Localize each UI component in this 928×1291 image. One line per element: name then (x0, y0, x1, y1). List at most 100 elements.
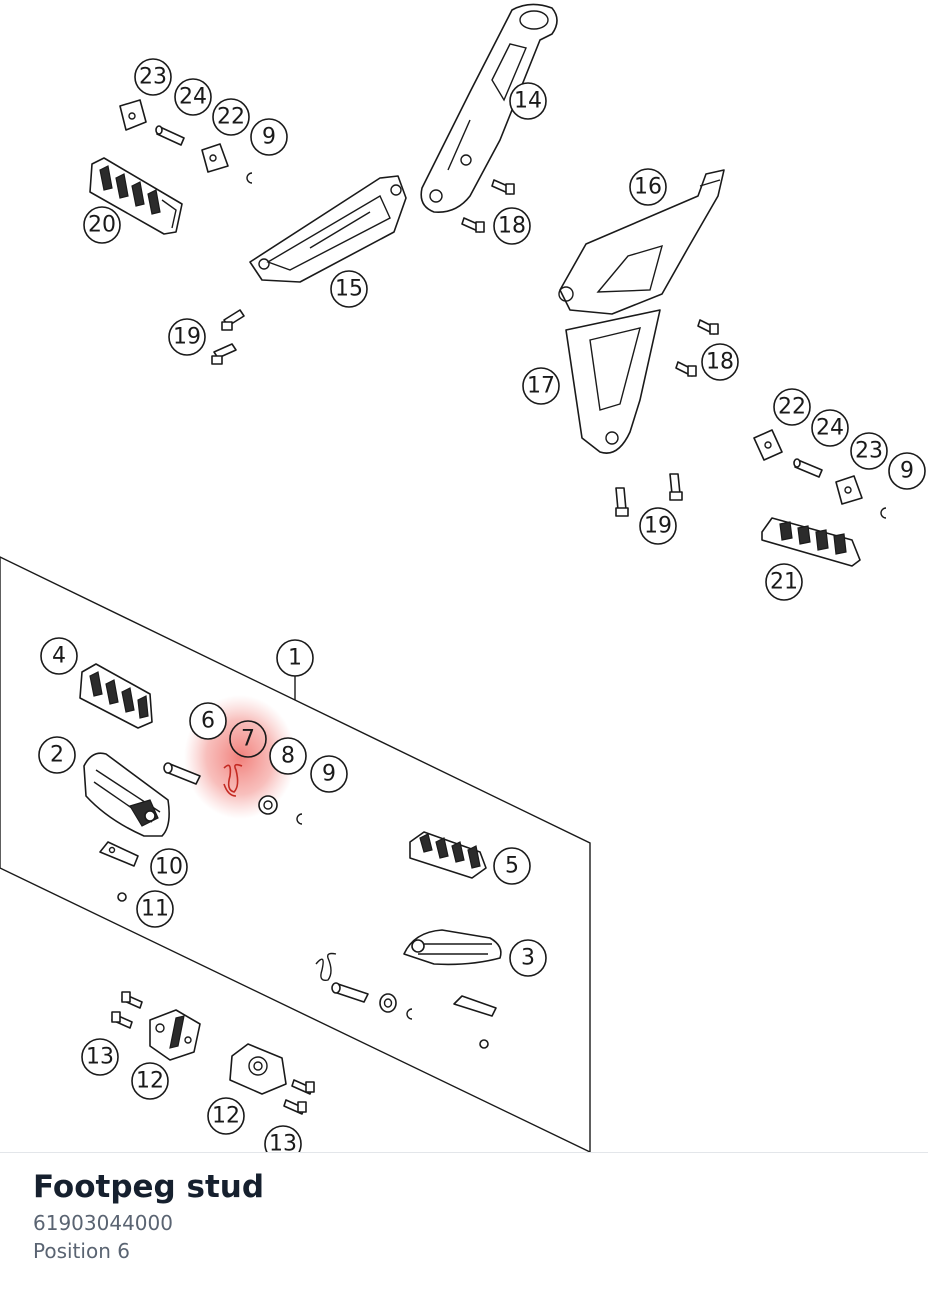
svg-text:5: 5 (505, 854, 519, 879)
callout-22[interactable]: 22 (212, 98, 250, 136)
svg-text:1: 1 (288, 646, 302, 671)
part-18-bolt-upper[interactable] (461, 179, 515, 233)
svg-text:22: 22 (217, 105, 245, 130)
part-9-clip-right-kit[interactable] (406, 1008, 413, 1020)
svg-text:23: 23 (139, 65, 167, 90)
callout-22b[interactable]: 22 (773, 388, 811, 426)
svg-text:8: 8 (281, 744, 295, 769)
callout-18b[interactable]: 18 (701, 343, 739, 381)
part-24-pin-right[interactable] (793, 458, 823, 478)
part-8-washer[interactable] (258, 795, 278, 815)
part-20-footpeg-left[interactable] (89, 157, 183, 235)
callout-18[interactable]: 18 (493, 207, 531, 245)
callout-14[interactable]: 14 (509, 82, 547, 120)
part-11-nut-right[interactable] (479, 1039, 489, 1049)
part-23-plate-right[interactable] (835, 475, 863, 505)
part-19-bolt-right[interactable] (615, 473, 683, 517)
callout-8[interactable]: 8 (269, 737, 307, 775)
part-24-pin-left[interactable] (155, 125, 185, 146)
exploded-parts-diagram[interactable]: 23 24 22 9 20 14 18 15 19 16 18 17 22 24… (0, 0, 928, 1152)
part-6-stud[interactable] (163, 762, 201, 785)
part-17-guard[interactable] (565, 309, 661, 454)
callout-2[interactable]: 2 (38, 736, 76, 774)
callout-12b[interactable]: 12 (207, 1097, 245, 1135)
part-2-footpeg-left[interactable] (83, 752, 170, 837)
part-21-footpeg-right[interactable] (761, 517, 861, 567)
svg-text:6: 6 (201, 709, 215, 734)
callout-9[interactable]: 9 (250, 118, 288, 156)
svg-text:18: 18 (498, 214, 526, 239)
part-12-mount-right[interactable] (229, 1043, 287, 1095)
part-4-footpeg-rubber[interactable] (79, 663, 153, 729)
callout-16[interactable]: 16 (629, 168, 667, 206)
svg-text:19: 19 (644, 514, 672, 539)
callout-13[interactable]: 13 (81, 1038, 119, 1076)
part-8-washer-right[interactable] (379, 993, 397, 1013)
callout-1[interactable]: 1 (276, 639, 314, 677)
callout-10[interactable]: 10 (150, 848, 188, 886)
part-10-bracket-right[interactable] (453, 995, 497, 1017)
callout-15[interactable]: 15 (330, 270, 368, 308)
svg-text:20: 20 (88, 213, 116, 238)
callout-24[interactable]: 24 (174, 78, 212, 116)
callout-19b[interactable]: 19 (639, 507, 677, 545)
svg-text:16: 16 (634, 175, 662, 200)
svg-text:12: 12 (136, 1069, 164, 1094)
svg-text:10: 10 (155, 855, 183, 880)
svg-text:19: 19 (173, 325, 201, 350)
callout-19[interactable]: 19 (168, 318, 206, 356)
part-12-mount-left[interactable] (149, 1009, 201, 1061)
part-15-bracket-left[interactable] (249, 175, 407, 283)
part-13-bolt-right[interactable] (283, 1079, 315, 1115)
svg-text:14: 14 (514, 89, 542, 114)
part-9-clip-right[interactable] (880, 507, 887, 519)
part-13-bolt-left[interactable] (111, 991, 143, 1029)
svg-text:22: 22 (778, 395, 806, 420)
callout-11[interactable]: 11 (136, 890, 174, 928)
svg-text:9: 9 (322, 762, 336, 787)
callout-17[interactable]: 17 (522, 367, 560, 405)
callout-24b[interactable]: 24 (811, 409, 849, 447)
part-9-clip-kit[interactable] (296, 813, 303, 825)
svg-text:3: 3 (521, 946, 535, 971)
part-19-bolt-left[interactable] (211, 309, 245, 365)
callout-6[interactable]: 6 (189, 702, 227, 740)
svg-text:9: 9 (900, 459, 914, 484)
part-18-bolt-right[interactable] (675, 319, 719, 377)
part-6-stud-right[interactable] (331, 982, 369, 1003)
callout-23b[interactable]: 23 (850, 432, 888, 470)
callout-5[interactable]: 5 (493, 847, 531, 885)
kit-1-outline (0, 556, 591, 1152)
part-23-plate-left[interactable] (119, 99, 147, 131)
callout-4[interactable]: 4 (40, 637, 78, 675)
callout-12[interactable]: 12 (131, 1062, 169, 1100)
part-9-clip-left[interactable] (246, 172, 253, 184)
part-info-panel: Footpeg stud 61903044000 Position 6 (0, 1152, 928, 1291)
diagram-canvas: 23 24 22 9 20 14 18 15 19 16 18 17 22 24… (0, 3, 926, 1152)
callout-13b[interactable]: 13 (264, 1125, 302, 1152)
callout-9b[interactable]: 9 (888, 452, 926, 490)
part-14-arm[interactable] (420, 3, 558, 213)
callout-3[interactable]: 3 (509, 939, 547, 977)
callout-9c[interactable]: 9 (310, 755, 348, 793)
part-3-footpeg-right[interactable] (403, 929, 502, 966)
callout-7-highlighted[interactable]: 7 (229, 720, 267, 758)
part-7-spring[interactable] (223, 763, 243, 797)
part-22-plate-right[interactable] (753, 429, 783, 461)
part-16-bracket-right[interactable] (558, 169, 725, 315)
svg-text:21: 21 (770, 570, 798, 595)
part-11-nut[interactable] (117, 892, 127, 902)
part-position: Position 6 (33, 1239, 130, 1263)
svg-text:2: 2 (50, 743, 64, 768)
svg-text:24: 24 (816, 416, 844, 441)
part-22-plate-left[interactable] (201, 143, 229, 173)
callout-21[interactable]: 21 (765, 563, 803, 601)
callout-23[interactable]: 23 (134, 58, 172, 96)
svg-text:18: 18 (706, 350, 734, 375)
part-7-spring-right[interactable] (315, 952, 337, 981)
callout-20[interactable]: 20 (83, 206, 121, 244)
part-10-bracket[interactable] (99, 841, 139, 867)
svg-text:24: 24 (179, 85, 207, 110)
part-5-footpeg-rubber[interactable] (409, 831, 487, 879)
svg-text:17: 17 (527, 374, 555, 399)
